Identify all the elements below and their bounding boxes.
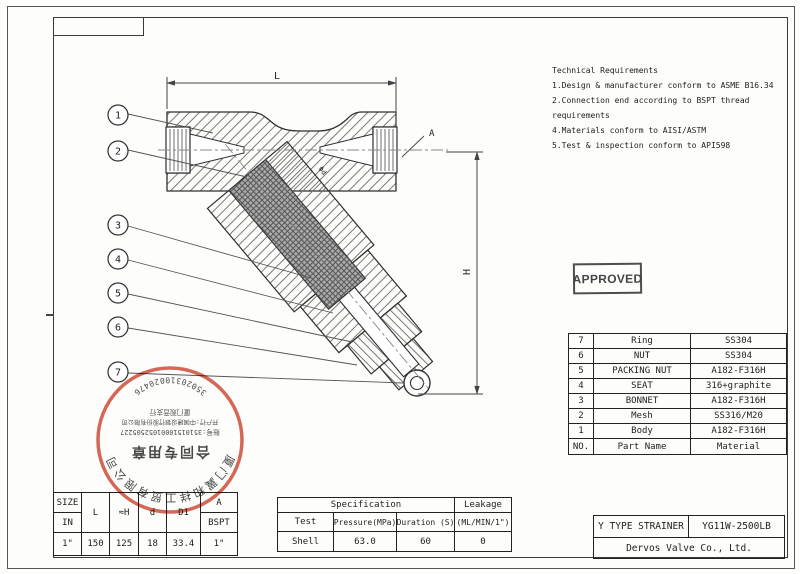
parts-table: 7 Ring SS304 6 NUT SS304 5 PACKING NUT A… [568,333,787,455]
parts-header-name: Part Name [594,439,691,454]
part-no: 7 [569,334,594,349]
seal-account: 账号:35101510001052505227 [120,428,220,437]
part-name: Mesh [594,409,691,424]
approved-stamp: APPROVED [572,262,643,295]
part-no: 3 [569,394,594,409]
leakage-title: Leakage [455,498,511,513]
part-name: PACKING NUT [594,364,691,379]
model-number: YG11W-2500LB [689,516,784,538]
size-value: 125 [110,533,139,555]
part-no: 5 [569,364,594,379]
size-table: SIZE L ≈H d D1 A IN BSPT 1" 150 125 18 3… [53,492,238,556]
tech-req-item: 4.Materials conform to AISI/ASTM [552,126,707,135]
size-value: 1" [54,533,82,555]
left-center-mark [46,314,54,316]
seal-bank: 开户行:中国建设银行股份有限公司 [122,418,219,426]
seal-center: 合同专用章 [130,443,210,460]
tech-req-item: 5.Test & inspection conform to API598 [552,141,731,150]
seal-branch: 厦门观音支行 [149,408,190,417]
part-no: 1 [569,424,594,439]
spec-value-duration: 60 [397,532,455,551]
title-block: Y TYPE STRAINER YG11W-2500LB Dervos Valv… [593,515,785,559]
svg-text:35020310020476: 35020310020476 [132,375,209,397]
part-no: 6 [569,349,594,364]
spec-value-test: Shell [278,532,334,551]
size-value: 33.4 [167,533,201,555]
part-material: A182-F316H [691,424,786,439]
spec-title: Specification [278,498,455,513]
size-unit: IN [54,513,82,533]
spec-header-leak: (ML/MIN/1") [455,513,511,532]
inner-border [53,17,788,558]
approved-label: APPROVED [572,271,643,286]
part-material: A182-F316H [691,394,786,409]
tech-req-title: Technical Requirements [552,66,658,75]
part-name: Body [594,424,691,439]
size-value: 150 [82,533,110,555]
size-value: 1" [213,539,225,549]
part-name: BONNET [594,394,691,409]
spec-value-pressure: 63.0 [334,532,397,551]
company-name: Dervos Valve Co., Ltd. [626,542,752,554]
size-header: SIZE [54,493,82,513]
part-material: A182-F316H [691,364,786,379]
size-col-A: A [201,493,237,513]
corner-reference-box [53,17,144,36]
outer-border [7,6,795,569]
part-material: 316+graphite [691,379,786,394]
tech-req-item: 2.Connection end according to BSPT threa… [552,96,750,120]
part-name: SEAT [594,379,691,394]
svg-text:厦门翼和祥工贸有限公司: 厦门翼和祥工贸有限公司 [103,453,238,505]
parts-header-material: Material [716,441,761,452]
seal-serial: 35020310020476 [132,375,209,397]
spec-value-leak: 0 [480,536,486,547]
part-no: 2 [569,409,594,424]
spec-table: Specification Leakage Test Pressure(MPa)… [277,497,512,552]
spec-header-pressure: Pressure(MPa) [334,513,397,532]
seal-company: 厦门翼和祥工贸有限公司 [103,453,238,505]
size-A-unit: BSPT [201,513,237,533]
spec-header-duration: Duration (S) [397,513,455,532]
part-material: SS304 [691,334,786,349]
size-value: 18 [139,533,167,555]
spec-header-test: Test [278,513,334,532]
parts-header-no: NO. [569,439,594,454]
tech-req-item: 1.Design & manufacturer conform to ASME … [552,81,774,90]
part-material: SS316/M20 [691,409,786,424]
part-name: NUT [594,349,691,364]
part-name: Ring [594,334,691,349]
technical-requirements: Technical Requirements 1.Design & manufa… [552,63,787,153]
seal-ring [96,366,244,514]
size-col-H: ≈H [110,493,139,533]
size-col-L: L [82,493,110,533]
part-no: 4 [569,379,594,394]
part-material: SS304 [691,349,786,364]
product-title: Y TYPE STRAINER [594,516,689,538]
red-contract-seal: 厦门翼和祥工贸有限公司 合同专用章 账号:3510151000105250522… [93,363,247,517]
